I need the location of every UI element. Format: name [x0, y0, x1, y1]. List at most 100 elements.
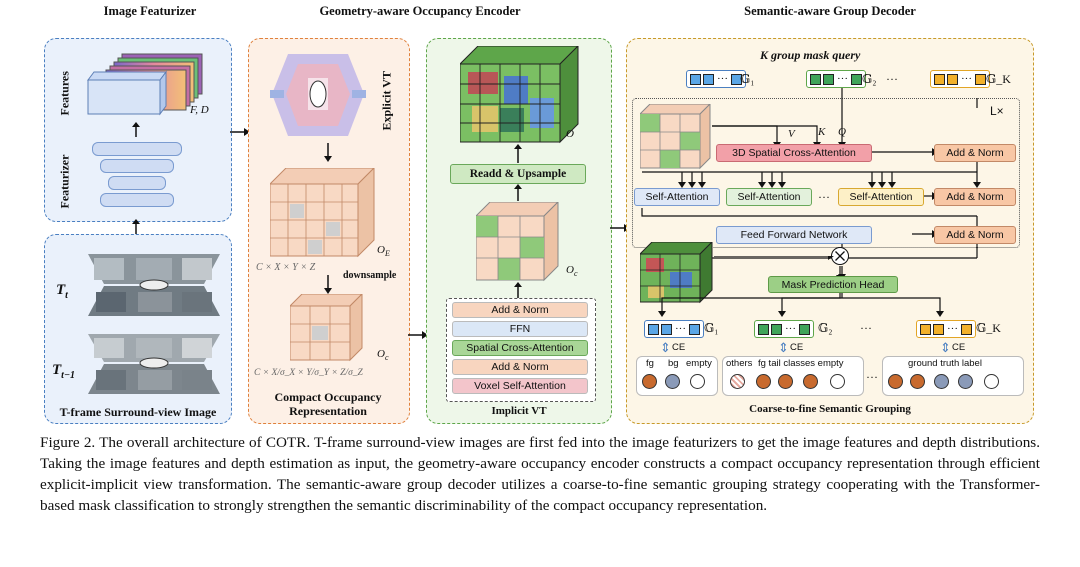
image-featurizer-title: Image Featurizer [103, 4, 197, 18]
output-group-1: ··· [644, 320, 704, 338]
compact-occupancy-caption: Compact Occupancy Representation [274, 390, 382, 418]
fg-class-dot [642, 374, 657, 389]
mask-prediction-head: Mask Prediction Head [768, 276, 898, 293]
ce-arrow-1: ⇕ [660, 340, 671, 355]
feature-maps-graphic [87, 53, 203, 116]
figure-caption: Figure 2. The overall architecture of CO… [40, 434, 1040, 514]
surround-view-caption: T-frame Surround-view Image [59, 405, 217, 419]
featurizer-arrow-up [132, 122, 140, 137]
empty-tail-dot [830, 374, 845, 389]
explicit-vt-label: Explicit VT [379, 71, 394, 131]
dimension-label: C × X × Y × Z [256, 262, 316, 273]
gt-dot-4 [958, 374, 973, 389]
ce-label-2: CE [790, 342, 804, 353]
features-label: Features [57, 71, 72, 116]
featurizer-layer-4 [100, 193, 174, 207]
query-group-k: ··· [930, 70, 990, 88]
implicit-ffn: FFN [452, 321, 588, 337]
implicit-vt-caption: Implicit VT [491, 405, 547, 417]
surround-view-image-t [88, 254, 220, 316]
gt-dot-5 [984, 374, 999, 389]
output-ellipsis: ··· [860, 321, 872, 335]
ce-label-k: CE [952, 342, 966, 353]
gt-ellipsis: ··· [866, 370, 878, 384]
surround-arrow-up [132, 219, 140, 234]
gt-dot-1 [888, 374, 903, 389]
self-attention-block-2: Self-Attention [726, 188, 812, 206]
gt-bg-label: bg [668, 358, 679, 369]
implicit-voxel-self-attention: Voxel Self-Attention [452, 378, 588, 394]
gt-fg-label: fg [646, 358, 654, 369]
add-norm-block-3: Add & Norm [934, 226, 1016, 244]
self-attention-ellipsis: ··· [818, 190, 830, 204]
oe-volume-graphic [270, 168, 375, 258]
query-group-1: ··· [686, 70, 746, 88]
oc-to-readd-arrow [514, 184, 522, 201]
readd-upsample-block: Readd & Upsample [450, 164, 586, 184]
explicit-to-oe-arrow [324, 143, 332, 162]
implicit-add-norm-1: Add & Norm [452, 302, 588, 318]
gt-dot-3 [934, 374, 949, 389]
featurizer-layer-3 [108, 176, 166, 190]
empty-class-dot [690, 374, 705, 389]
gt-dot-2 [910, 374, 925, 389]
oc-volume-graphic [290, 294, 363, 362]
downsample-arrow [324, 275, 332, 294]
decoder-title: Semantic-aware Group Decoder [744, 4, 916, 18]
implicit-oc-label: Oc [566, 264, 578, 279]
encoder-to-implicit-arrow [408, 331, 428, 339]
query-group-2: ··· [806, 70, 866, 88]
oe-label: OE [377, 244, 390, 259]
gt-group-k [882, 356, 1024, 396]
implicit-oc-volume-graphic [476, 202, 559, 282]
add-norm-block-1: Add & Norm [934, 144, 1016, 162]
add-norm-block-2: Add & Norm [934, 188, 1016, 206]
self-attention-block-1: Self-Attention [634, 188, 720, 206]
q-label: Q [838, 126, 846, 138]
output-group-2: ··· [754, 320, 814, 338]
output-group-1-label: 𝔾₁ [704, 321, 719, 335]
downsample-label: downsample [343, 270, 397, 281]
v-label: V [788, 128, 795, 140]
ce-label-1: CE [672, 342, 686, 353]
k-label: K [818, 126, 826, 138]
fg-tail-dot-3 [803, 374, 818, 389]
self-attention-block-k: Self-Attention [838, 188, 924, 206]
group-query-title: K group mask query [760, 48, 861, 62]
gt-others-label: others [726, 358, 753, 369]
decoder-connections [641, 88, 981, 298]
fg-tail-dot-1 [756, 374, 771, 389]
featurizer-layer-2 [100, 159, 174, 173]
implicit-spatial-cross-attention: Spatial Cross-Attention [452, 340, 588, 356]
ce-arrow-2: ⇕ [778, 340, 789, 355]
bg-class-dot [665, 374, 680, 389]
output-group-k: ··· [916, 320, 976, 338]
upsample-to-output-arrow [514, 144, 522, 163]
query-group-1-label: 𝔾₁ [740, 72, 755, 86]
oc-label: Oc [377, 348, 389, 363]
output-o-label: O [566, 128, 574, 140]
gt-tail-label: fg tail classes empty [758, 358, 844, 369]
layer-repeat-label: L× [990, 104, 1004, 118]
gt-label-title: ground truth label [908, 358, 982, 369]
frame-t-label: Tt [56, 282, 68, 301]
stack-to-oc-arrow [514, 282, 522, 299]
featurizer-layer-1 [92, 142, 182, 156]
feed-forward-block: Feed Forward Network [716, 226, 872, 244]
output-occupancy-graphic [460, 46, 579, 144]
output-group-k-label: 𝔾_K [976, 321, 1001, 335]
decoder-layer-box [632, 98, 1020, 248]
output-group-2-label: 𝔾₂ [818, 321, 833, 335]
semantic-grouping-caption: Coarse-to-fine Semantic Grouping [749, 403, 911, 415]
dimension-label-small: C × X/σ_X × Y/σ_Y × Z/σ_Z [254, 368, 363, 378]
surround-view-image-t1 [88, 334, 220, 394]
query-group-2-label: 𝔾₂ [862, 72, 877, 86]
query-group-k-label: 𝔾_K [986, 72, 1011, 86]
spatial-cross-attention-block: 3D Spatial Cross-Attention [716, 144, 872, 162]
encoder-title: Geometry-aware Occupancy Encoder [319, 4, 521, 18]
implicit-add-norm-2: Add & Norm [452, 359, 588, 375]
predicted-occupancy-volume [640, 242, 713, 304]
explicit-vt-bev-graphic [270, 54, 366, 136]
ce-arrow-k: ⇕ [940, 340, 951, 355]
fg-tail-dot-2 [778, 374, 793, 389]
